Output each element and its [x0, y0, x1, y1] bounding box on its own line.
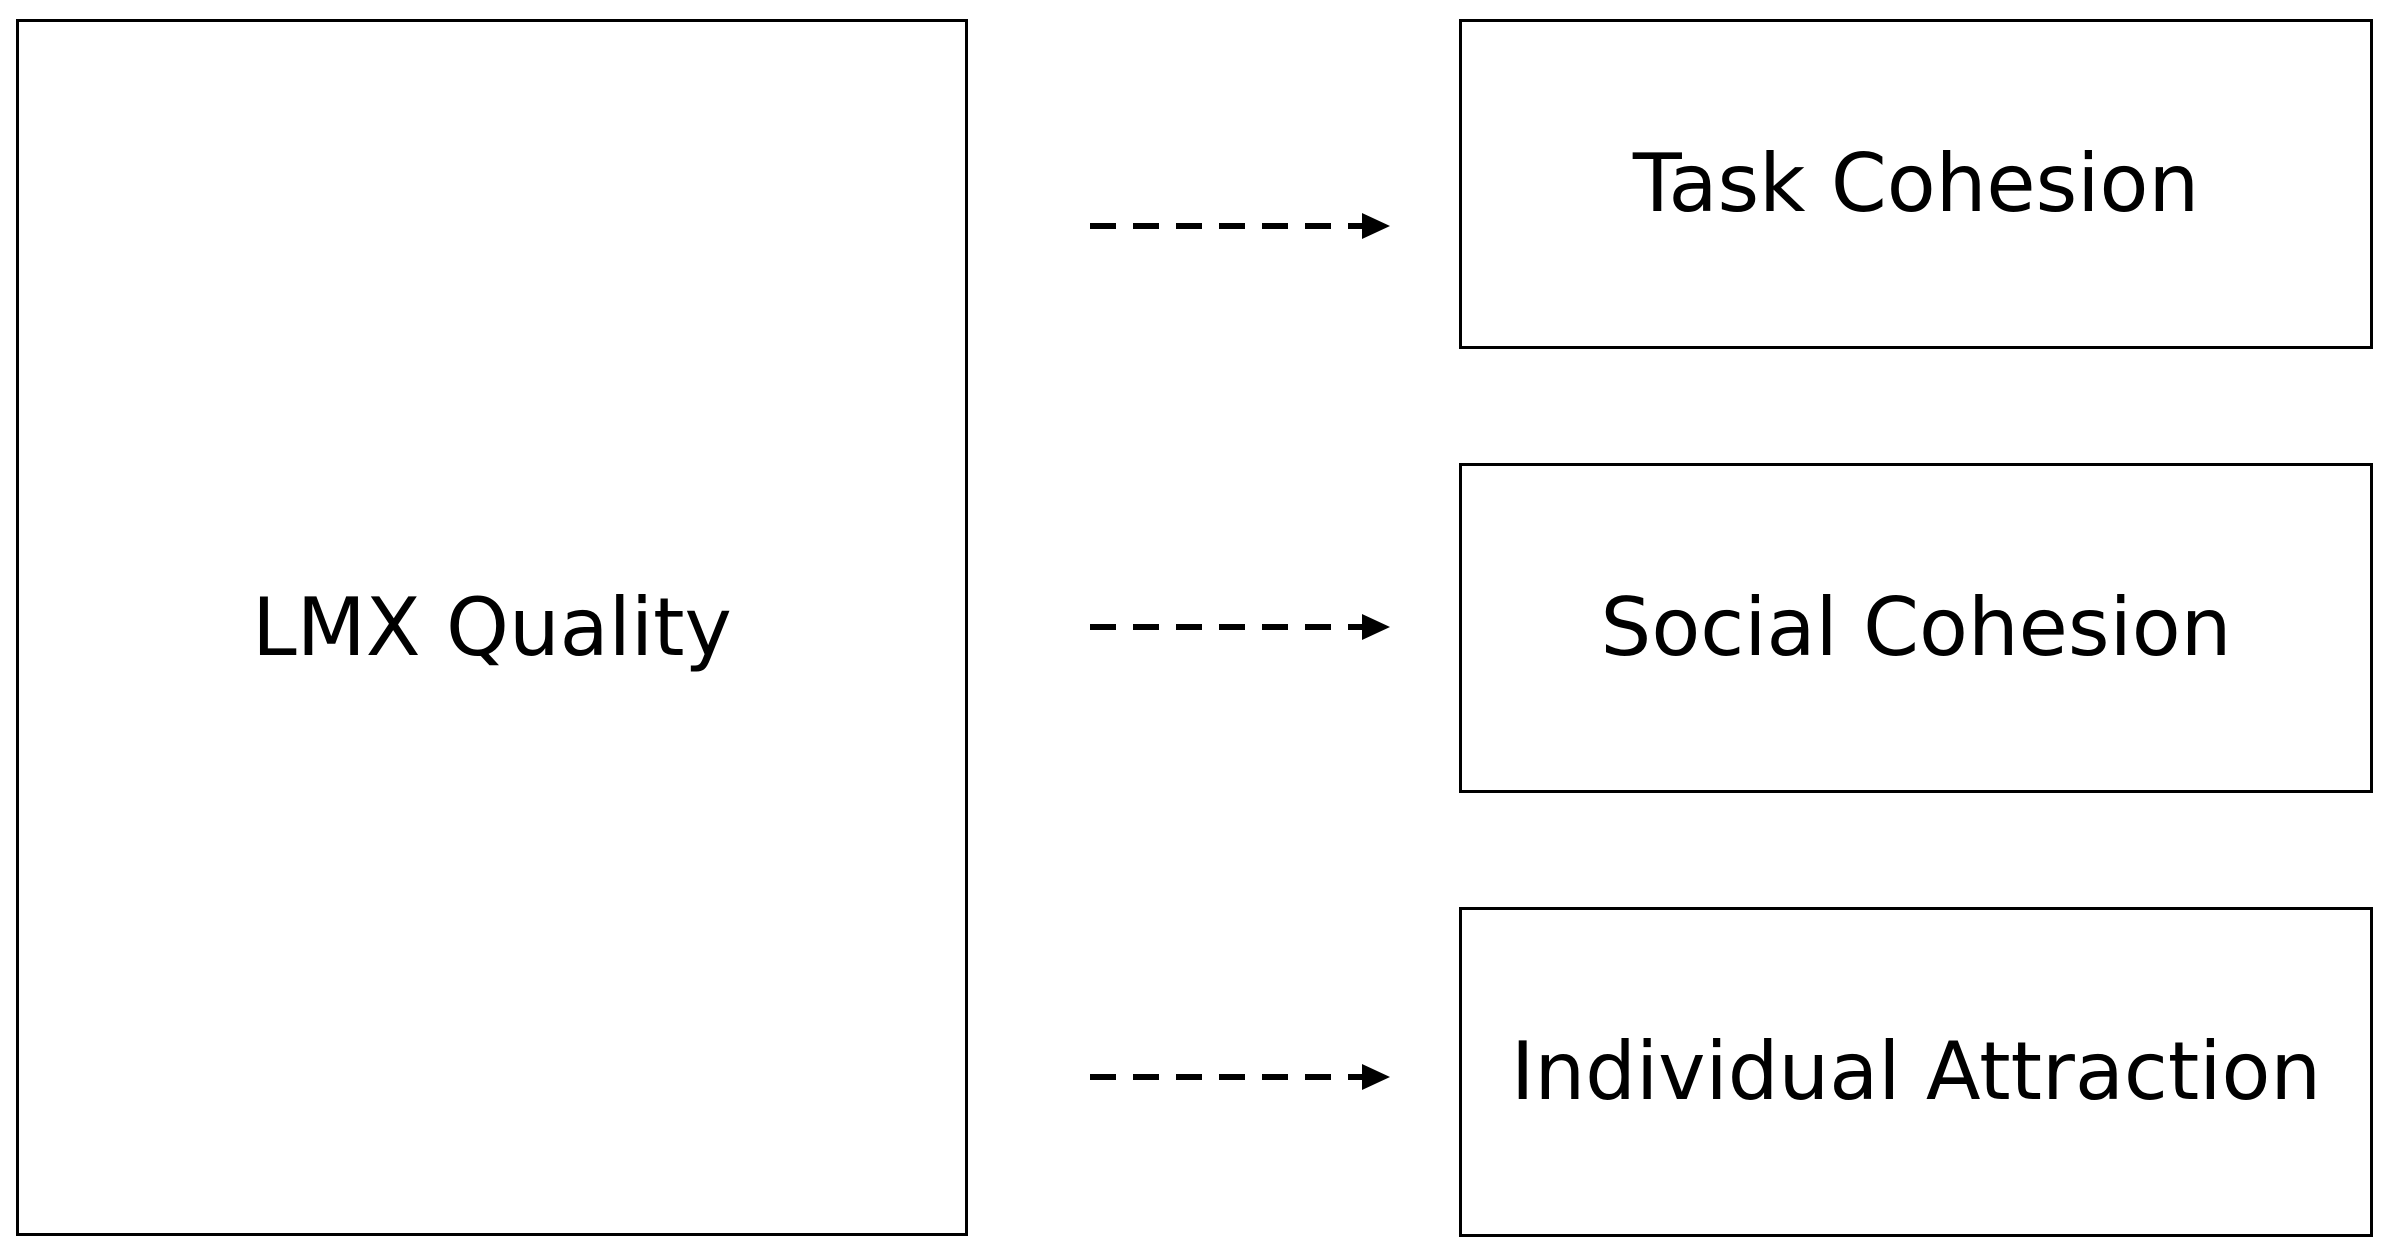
- social-cohesion-box: Social Cohesion: [1459, 463, 2373, 793]
- individual-attraction-box: Individual Attraction: [1459, 907, 2373, 1237]
- lmx-quality-box: LMX Quality: [16, 19, 968, 1236]
- arrowhead-icon: [1362, 213, 1390, 239]
- task-cohesion-label: Task Cohesion: [1632, 137, 2200, 230]
- arrow-to-task-cohesion: [1090, 213, 1390, 239]
- arrow-to-individual-attraction: [1090, 1064, 1390, 1090]
- arrowhead-icon: [1362, 1064, 1390, 1090]
- arrow-to-social-cohesion: [1090, 614, 1390, 640]
- lmx-quality-label: LMX Quality: [252, 580, 732, 674]
- arrowhead-icon: [1362, 614, 1390, 640]
- task-cohesion-box: Task Cohesion: [1459, 19, 2373, 349]
- individual-attraction-label: Individual Attraction: [1510, 1025, 2322, 1118]
- social-cohesion-label: Social Cohesion: [1600, 581, 2232, 674]
